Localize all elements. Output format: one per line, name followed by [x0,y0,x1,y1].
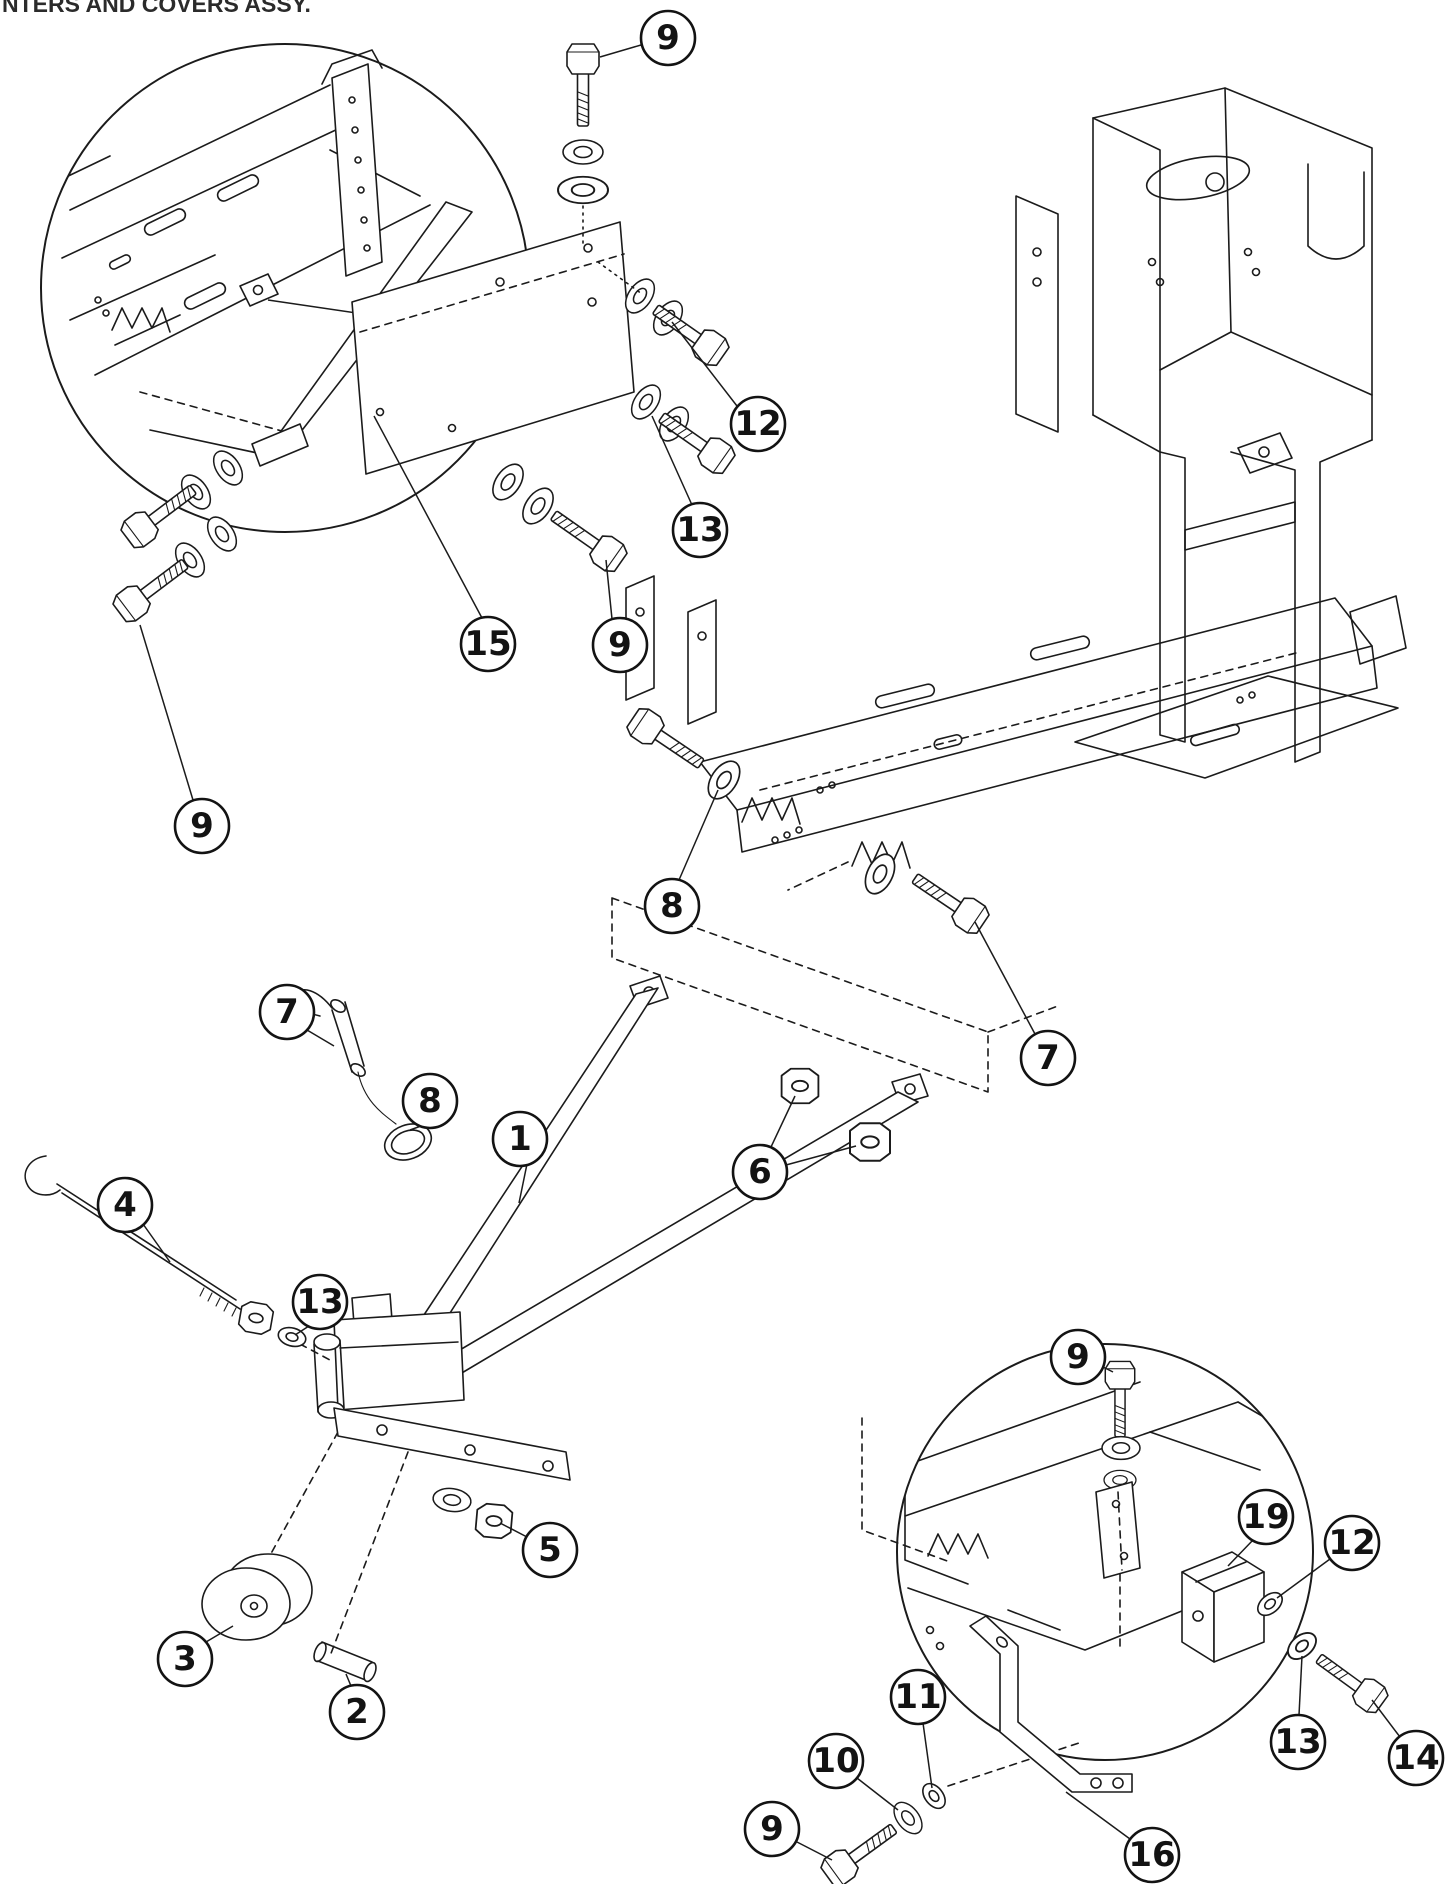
detail-bracket [239,273,279,307]
callout-5: 5 [521,1521,579,1579]
svg-text:12: 12 [1328,1523,1375,1563]
hook-rod [24,1155,309,1351]
svg-text:4: 4 [113,1185,137,1225]
svg-text:9: 9 [656,18,680,58]
callout-9-detail: 9 [1049,1328,1107,1386]
clevis-pin [363,1661,377,1683]
pedestal-frame [1015,87,1407,779]
callout-15: 15 [459,615,517,673]
washer-8 [700,754,748,806]
svg-text:13: 13 [296,1282,343,1322]
nut-5 [474,1502,514,1540]
upper-fasteners [109,43,739,627]
svg-text:10: 10 [812,1741,859,1781]
svg-text:9: 9 [190,806,214,846]
bolt-9-left [109,549,196,627]
nut-13 [236,1299,276,1337]
lock-washer [562,139,604,165]
bolt-8 [623,703,711,778]
svg-text:7: 7 [275,992,299,1032]
callout-8-frame: 8 [643,877,701,935]
svg-text:2: 2 [345,1692,369,1732]
foot-channel [251,423,309,467]
bracket-19 [1181,1551,1265,1663]
washer-5 [430,1485,474,1515]
lanyard-ring [383,1123,433,1161]
svg-text:19: 19 [1242,1497,1289,1537]
callout-4: 4 [96,1176,154,1234]
detail-bracket-hole [252,284,264,296]
roller-and-pin [201,1553,377,1683]
callout-7-frame: 7 [1019,1029,1077,1087]
callout-9-bottom: 9 [743,1800,801,1858]
nut-6a [780,1067,820,1105]
svg-text:3: 3 [173,1639,197,1679]
svg-text:12: 12 [734,404,781,444]
callout-10: 10 [807,1732,865,1790]
page-title: NTERS AND COVERS ASSY. [2,0,311,17]
callout-9-mid: 9 [591,616,649,674]
svg-text:6: 6 [748,1152,772,1192]
bolt-9-detail [1104,1360,1136,1438]
callout-8-ring: 8 [401,1072,459,1130]
callout-13-rod: 13 [291,1273,349,1331]
bolt-9-mid [543,501,631,577]
callout-11: 11 [889,1668,947,1726]
washer-left-1 [207,445,249,491]
cross-frame [625,575,1378,869]
svg-text:8: 8 [418,1081,442,1121]
callouts: 9 12 13 15 9 9 8 7 7 8 1 6 4 13 5 3 2 9 … [96,9,1445,1884]
flat-washer [557,175,609,205]
z-bracket-16 [969,1615,1133,1793]
svg-text:11: 11 [894,1677,941,1717]
magnifier-circle-2 [896,1343,1314,1761]
svg-text:9: 9 [1066,1337,1090,1377]
svg-text:13: 13 [1274,1722,1321,1762]
lanyard-cable [357,1071,397,1125]
callout-9-left: 9 [173,797,231,855]
detail-view-bottom-right [817,1343,1392,1884]
svg-text:9: 9 [760,1809,784,1849]
callout-13-detail: 13 [1269,1713,1327,1771]
callout-13-upper: 13 [671,501,729,559]
callout-12: 12 [729,395,787,453]
callout-19: 19 [1237,1488,1295,1546]
leader-lines [139,44,1401,1861]
washer-11 [917,1778,951,1814]
washer-detail-1 [1101,1435,1141,1461]
callout-2: 2 [328,1683,386,1741]
washer-9a [485,457,531,507]
bolt-9-bottom [817,1814,904,1884]
svg-text:7: 7 [1036,1038,1060,1078]
callout-12-detail: 12 [1323,1514,1381,1572]
bolt-14 [1309,1645,1392,1718]
svg-text:15: 15 [464,624,511,664]
callout-3: 3 [156,1630,214,1688]
svg-text:8: 8 [660,886,684,926]
mount-plate-15 [351,221,635,475]
svg-text:5: 5 [538,1530,562,1570]
callout-16: 16 [1123,1826,1181,1884]
callout-7-pin: 7 [258,983,316,1041]
svg-text:1: 1 [508,1119,532,1159]
alignment-dashes [251,861,1259,1787]
a-frame-drawbar [313,975,929,1540]
nut-6b [849,1122,891,1162]
svg-text:16: 16 [1128,1835,1175,1875]
callout-9-top: 9 [639,9,697,67]
svg-text:13: 13 [676,510,723,550]
svg-text:9: 9 [608,625,632,665]
callout-1: 1 [491,1110,549,1168]
svg-text:14: 14 [1392,1738,1439,1778]
callout-14: 14 [1387,1729,1445,1787]
backing-plate [1095,1481,1141,1579]
callout-6: 6 [731,1143,789,1201]
bolt-left-1 [117,475,204,553]
bolt-9-top [566,43,600,127]
bolt-7 [905,864,993,939]
hitch-pin-lanyard [293,988,433,1161]
riser-bracket-assembly [251,49,635,475]
